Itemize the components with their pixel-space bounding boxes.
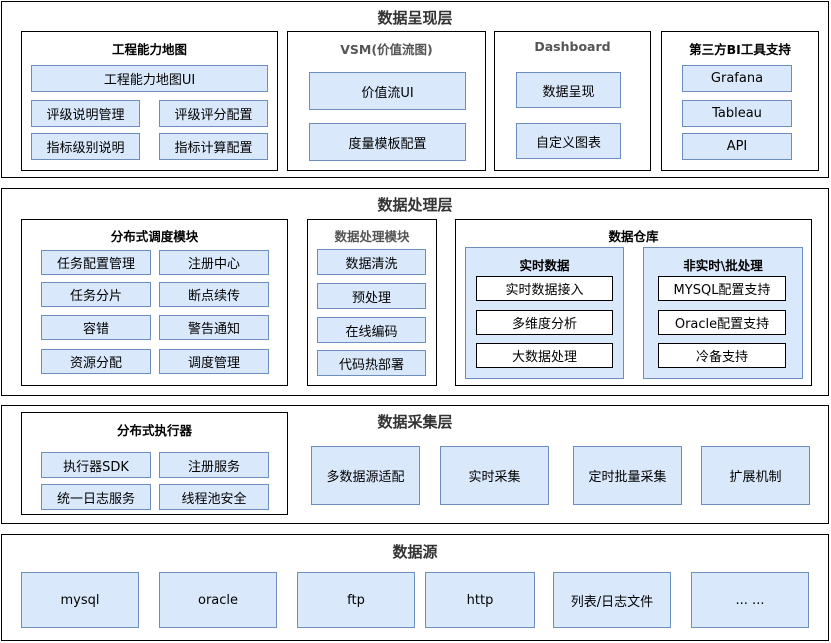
capability-map-panel: 工程能力地图 工程能力地图UI 评级说明管理 评级评分配置 指标级别说明 指标计… [21,31,278,171]
source-layer: 数据源 mysql oracle ftp http 列表/日志文件 ... ..… [1,534,829,641]
resource-alloc-box: 资源分配 [41,349,151,374]
alert-notify-box: 警告通知 [159,315,269,340]
rating-desc-box: 评级说明管理 [31,100,140,127]
grafana-box: Grafana [682,65,792,92]
processing-panel: 数据处理模块 数据清洗 预处理 在线编码 代码热部署 [307,219,437,386]
mysql-config-box: MYSQL配置支持 [658,276,786,301]
hot-deploy-box: 代码热部署 [317,350,426,376]
oracle-config-box: Oracle配置支持 [658,310,786,335]
capability-map-ui-box: 工程能力地图UI [31,65,268,92]
big-data-box: 大数据处理 [476,343,613,368]
cold-backup-box: 冷备支持 [658,343,786,368]
rating-score-box: 评级评分配置 [159,100,268,127]
metric-template-box: 度量模板配置 [309,123,466,161]
log-file-source-box: 列表/日志文件 [553,572,671,628]
realtime-ingest-box: 实时数据接入 [476,276,613,301]
oracle-source-box: oracle [159,572,277,628]
warehouse-panel: 数据仓库 实时数据 实时数据接入 多维度分析 大数据处理 非实时\批处理 MYS… [455,219,812,386]
scheduler-title: 分布式调度模块 [110,229,199,244]
realtime-group: 实时数据 实时数据接入 多维度分析 大数据处理 [465,247,624,379]
realtime-title: 实时数据 [519,258,570,273]
multi-dim-analysis-box: 多维度分析 [476,310,613,335]
dashboard-title: Dashboard [534,39,611,54]
resume-box: 断点续传 [159,282,269,307]
warehouse-title: 数据仓库 [608,229,659,244]
source-layer-title: 数据源 [392,543,438,561]
tableau-box: Tableau [682,100,792,127]
thread-pool-box: 线程池安全 [159,484,269,510]
scheduled-batch-box: 定时批量采集 [573,446,682,505]
registry-center-box: 注册中心 [159,250,269,275]
ftp-source-box: ftp [297,572,415,628]
collection-layer: 数据采集层 分布式执行器 执行器SDK 注册服务 统一日志服务 线程池安全 多数… [1,405,829,524]
unified-log-box: 统一日志服务 [41,484,151,510]
realtime-collect-box: 实时采集 [440,446,549,505]
register-service-box: 注册服务 [159,452,269,478]
collection-layer-title: 数据采集层 [377,413,453,431]
processing-title: 数据处理模块 [334,229,410,244]
indicator-calc-box: 指标计算配置 [159,133,268,160]
value-stream-ui-box: 价值流UI [309,72,466,110]
schedule-mgmt-box: 调度管理 [159,349,269,374]
task-sharding-box: 任务分片 [41,282,151,307]
dashboard-panel: Dashboard 数据呈现 自定义图表 [494,31,651,171]
mysql-source-box: mysql [21,572,139,628]
scheduler-panel: 分布式调度模块 任务配置管理 注册中心 任务分片 断点续传 容错 警告通知 资源… [21,219,288,386]
processing-layer-title: 数据处理层 [377,196,453,214]
executor-panel: 分布式执行器 执行器SDK 注册服务 统一日志服务 线程池安全 [21,412,288,515]
indicator-level-box: 指标级别说明 [31,133,140,160]
custom-chart-box: 自定义图表 [516,123,621,159]
executor-sdk-box: 执行器SDK [41,452,151,478]
presentation-layer-title: 数据呈现层 [377,9,453,27]
preprocess-box: 预处理 [317,283,426,309]
presentation-layer: 数据呈现层 工程能力地图 工程能力地图UI 评级说明管理 评级评分配置 指标级别… [1,1,829,178]
http-source-box: http [425,572,535,628]
batch-group: 非实时\批处理 MYSQL配置支持 Oracle配置支持 冷备支持 [643,247,803,379]
processing-layer: 数据处理层 分布式调度模块 任务配置管理 注册中心 任务分片 断点续传 容错 警… [1,188,829,396]
api-box: API [682,133,792,160]
vsm-panel: VSM(价值流图) 价值流UI 度量模板配置 [287,31,486,171]
multi-source-box: 多数据源适配 [311,446,420,505]
bi-panel: 第三方BI工具支持 Grafana Tableau API [661,31,819,171]
task-config-box: 任务配置管理 [41,250,151,275]
fault-tolerance-box: 容错 [41,315,151,340]
more-source-box: ... ... [691,572,809,628]
online-coding-box: 在线编码 [317,317,426,343]
data-presentation-box: 数据呈现 [516,72,621,108]
vsm-title: VSM(价值流图) [340,42,433,57]
extension-box: 扩展机制 [701,446,810,505]
executor-title: 分布式执行器 [116,423,192,438]
data-cleaning-box: 数据清洗 [317,249,426,275]
bi-title: 第三方BI工具支持 [689,42,791,57]
capability-map-title: 工程能力地图 [111,42,187,57]
batch-title: 非实时\批处理 [683,258,763,273]
